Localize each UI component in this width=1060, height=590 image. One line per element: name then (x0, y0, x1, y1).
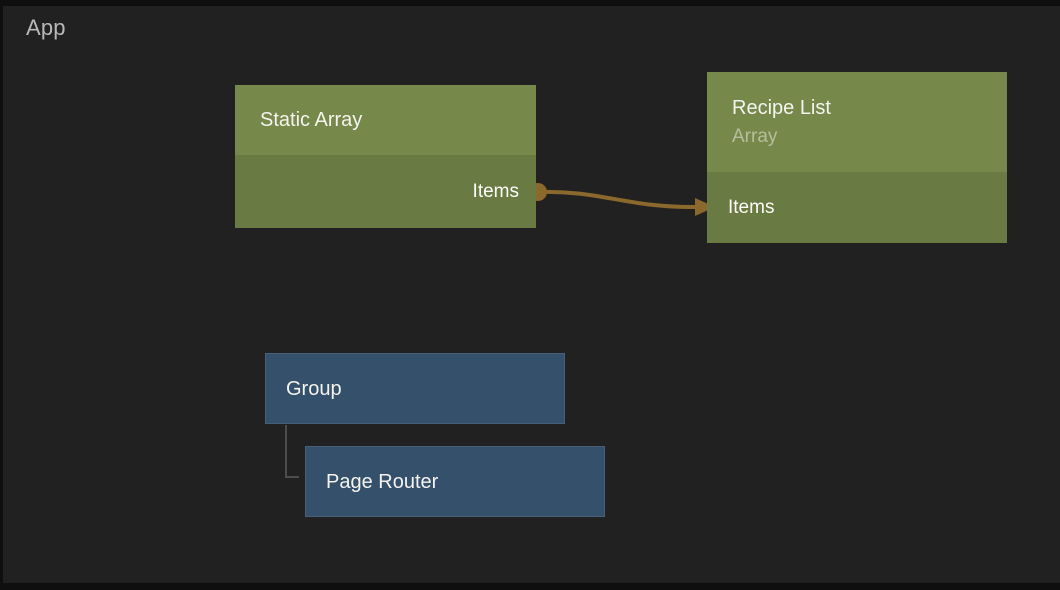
node-canvas[interactable]: App Static Array Items Recipe List (3, 6, 1060, 583)
node-title: Static Array (260, 109, 363, 131)
node-static-array[interactable]: Static Array Items (235, 85, 536, 228)
port-items-input[interactable]: Items (707, 197, 1007, 219)
node-recipe-list-ports: Items (707, 172, 1007, 243)
node-title: Recipe List (732, 97, 831, 119)
component-breadcrumb[interactable]: App (26, 15, 66, 40)
node-title: Page Router (326, 470, 439, 493)
node-title: Group (286, 377, 342, 400)
connection-items-to-items[interactable] (536, 189, 699, 210)
node-static-array-header: Static Array (235, 85, 536, 155)
port-label: Items (472, 180, 519, 202)
node-recipe-list[interactable]: Recipe List Array Items (707, 72, 1007, 243)
node-page-router[interactable]: Page Router (305, 446, 605, 517)
node-static-array-ports: Items (235, 155, 536, 228)
node-group[interactable]: Group (265, 353, 565, 424)
port-label: Items (728, 196, 775, 218)
node-subtitle: Array (732, 126, 778, 147)
hierarchy-line-group-page-router (285, 425, 299, 478)
node-recipe-list-header: Recipe List Array (707, 72, 1007, 172)
port-items-output[interactable]: Items (235, 181, 536, 203)
